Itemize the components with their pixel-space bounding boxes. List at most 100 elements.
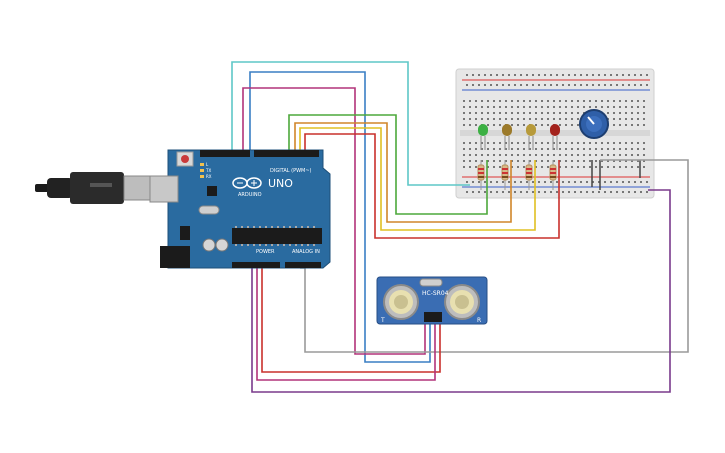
- breadboard-hole: [589, 106, 591, 108]
- power-header[interactable]: [232, 262, 280, 268]
- breadboard-hole: [625, 100, 627, 102]
- arduino-uno[interactable]: DIGITAL (PWM~) POWER ANALOG IN ARDUINO U…: [149, 149, 331, 269]
- breadboard-hole: [541, 142, 543, 144]
- breadboard-hole: [523, 124, 525, 126]
- breadboard-hole: [517, 106, 519, 108]
- breadboard-hole: [544, 191, 546, 193]
- atmega-chip: [232, 228, 322, 244]
- breadboard-hole: [607, 142, 609, 144]
- breadboard-hole: [571, 166, 573, 168]
- breadboard-hole: [490, 181, 492, 183]
- breadboard-hole: [493, 148, 495, 150]
- breadboard-hole: [643, 148, 645, 150]
- breadboard-hole: [607, 148, 609, 150]
- breadboard-hole: [562, 74, 564, 76]
- breadboard-hole: [484, 191, 486, 193]
- breadboard-hole: [463, 124, 465, 126]
- analog-header[interactable]: [285, 262, 321, 268]
- chip-pin: [271, 226, 273, 228]
- breadboard-hole: [634, 74, 636, 76]
- resistor-4[interactable]: [549, 160, 557, 190]
- breadboard-hole: [514, 181, 516, 183]
- breadboard-hole: [466, 84, 468, 86]
- digital-header-b[interactable]: [254, 150, 319, 157]
- reset-button-cap[interactable]: [181, 155, 189, 163]
- breadboard-hole: [541, 100, 543, 102]
- breadboard-hole: [604, 74, 606, 76]
- analog-header-label: ANALOG IN: [292, 249, 320, 255]
- breadboard-hole: [598, 84, 600, 86]
- chip-pin: [277, 244, 279, 246]
- breadboard-hole: [631, 166, 633, 168]
- breadboard-hole: [499, 106, 501, 108]
- breadboard-hole: [640, 74, 642, 76]
- breadboard-hole: [580, 84, 582, 86]
- breadboard-hole: [487, 160, 489, 162]
- breadboard-hole: [475, 124, 477, 126]
- breadboard-hole: [511, 124, 513, 126]
- breadboard-hole: [505, 160, 507, 162]
- led-yellow-1[interactable]: [502, 124, 512, 150]
- resistor-2[interactable]: [501, 160, 509, 190]
- breadboard-hole: [481, 154, 483, 156]
- breadboard-hole: [568, 191, 570, 193]
- breadboard-hole: [646, 74, 648, 76]
- breadboard-hole: [547, 124, 549, 126]
- breadboard-hole: [487, 124, 489, 126]
- led-red[interactable]: [550, 124, 560, 150]
- breadboard-hole: [640, 191, 642, 193]
- breadboard-hole: [481, 112, 483, 114]
- digital-header-a[interactable]: [200, 150, 250, 157]
- breadboard-hole: [643, 154, 645, 156]
- breadboard-hole: [637, 154, 639, 156]
- breadboard-hole: [619, 100, 621, 102]
- breadboard-hole: [559, 112, 561, 114]
- breadboard-hole: [610, 191, 612, 193]
- breadboard-hole: [514, 84, 516, 86]
- breadboard-hole: [571, 154, 573, 156]
- breadboard-hole: [637, 142, 639, 144]
- breadboard-hole: [625, 118, 627, 120]
- breadboard-hole: [631, 106, 633, 108]
- digital-header-label: DIGITAL (PWM~): [270, 168, 312, 174]
- hc-sr04-sensor[interactable]: HC-SR04 T R: [376, 276, 488, 325]
- breadboard-hole: [481, 148, 483, 150]
- sensor-pin-header[interactable]: [424, 312, 442, 322]
- breadboard-hole: [619, 160, 621, 162]
- resistor-3[interactable]: [525, 160, 533, 190]
- breadboard-hole: [487, 100, 489, 102]
- breadboard-hole: [577, 112, 579, 114]
- breadboard-hole: [517, 142, 519, 144]
- breadboard-hole: [574, 181, 576, 183]
- breadboard-hole: [577, 166, 579, 168]
- chip-pin: [313, 244, 315, 246]
- breadboard-hole: [613, 166, 615, 168]
- potentiometer[interactable]: [579, 109, 609, 139]
- breadboard-hole: [580, 181, 582, 183]
- breadboard-hole: [637, 166, 639, 168]
- breadboard-hole: [604, 181, 606, 183]
- led-green[interactable]: [478, 124, 488, 150]
- resistor-1[interactable]: [477, 160, 485, 190]
- breadboard-hole: [541, 124, 543, 126]
- breadboard-hole: [505, 100, 507, 102]
- breadboard-hole: [589, 166, 591, 168]
- led-yellow-2[interactable]: [526, 124, 536, 150]
- breadboard-hole: [547, 160, 549, 162]
- breadboard-hole: [619, 112, 621, 114]
- breadboard-hole: [499, 166, 501, 168]
- capacitor-1: [202, 238, 216, 252]
- chip-pin: [277, 226, 279, 228]
- wire-green: [288, 114, 488, 215]
- breadboard-hole: [601, 100, 603, 102]
- breadboard-hole: [514, 74, 516, 76]
- usb-plug-metal: [123, 175, 153, 201]
- breadboard-hole: [571, 142, 573, 144]
- breadboard-hole: [517, 154, 519, 156]
- breadboard-hole: [583, 106, 585, 108]
- breadboard-hole: [523, 106, 525, 108]
- led-rx-indicator: [200, 175, 204, 178]
- chip-pin: [289, 244, 291, 246]
- breadboard-hole: [469, 112, 471, 114]
- breadboard-hole: [505, 148, 507, 150]
